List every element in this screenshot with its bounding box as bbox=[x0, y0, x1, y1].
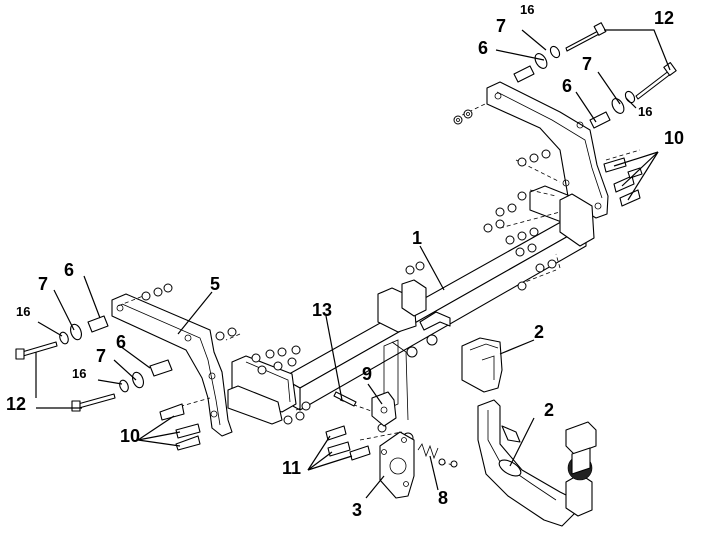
label-part-11: 11 bbox=[282, 458, 301, 478]
spacers-washers-left bbox=[59, 315, 173, 393]
spacers-washers-upper bbox=[513, 45, 636, 129]
label-part-7-left-bottom: 7 bbox=[96, 346, 106, 366]
label-part-2-towball: 2 bbox=[544, 400, 554, 420]
part-labels: 1 2 2 3 5 6 6 6 6 7 7 7 7 8 9 10 10 11 1… bbox=[6, 2, 684, 520]
short-bolts-left bbox=[159, 403, 201, 451]
label-part-16-left-top: 16 bbox=[16, 304, 30, 319]
label-part-7-upper-right: 7 bbox=[582, 54, 592, 74]
long-bolts-upper bbox=[565, 22, 677, 100]
label-part-2-socket: 2 bbox=[534, 322, 544, 342]
label-part-7-left-top: 7 bbox=[38, 274, 48, 294]
label-part-10-left: 10 bbox=[120, 426, 140, 446]
short-bolts-upper bbox=[603, 157, 643, 207]
label-part-6-left-top: 6 bbox=[64, 260, 74, 280]
label-part-16-left-bottom: 16 bbox=[72, 366, 86, 381]
tow-ball-neck bbox=[477, 399, 597, 527]
spring bbox=[417, 443, 439, 460]
plate-bolts bbox=[325, 425, 371, 461]
label-part-16-upper-right: 16 bbox=[638, 104, 652, 119]
label-part-6-left-bottom: 6 bbox=[116, 332, 126, 352]
left-mounting-bracket bbox=[111, 293, 233, 437]
long-bolts-left bbox=[15, 341, 116, 412]
main-cross-beam bbox=[227, 193, 595, 425]
socket-bracket bbox=[371, 391, 397, 427]
label-part-16-upper-left: 16 bbox=[520, 2, 534, 17]
label-part-5: 5 bbox=[210, 274, 220, 294]
label-part-10-right: 10 bbox=[664, 128, 684, 148]
socket-plate bbox=[379, 431, 415, 499]
leader-lines bbox=[35, 29, 671, 499]
label-part-8: 8 bbox=[438, 488, 448, 508]
label-part-7-upper-left: 7 bbox=[496, 16, 506, 36]
label-part-6-upper-right: 6 bbox=[562, 76, 572, 96]
label-part-12-left: 12 bbox=[6, 394, 26, 414]
label-part-3: 3 bbox=[352, 500, 362, 520]
small-bolt bbox=[333, 391, 357, 407]
label-part-9: 9 bbox=[362, 364, 372, 384]
label-part-13: 13 bbox=[312, 300, 332, 320]
label-part-6-upper-left: 6 bbox=[478, 38, 488, 58]
label-part-12-right: 12 bbox=[654, 8, 674, 28]
label-part-1: 1 bbox=[412, 228, 422, 248]
electric-socket-housing bbox=[461, 337, 503, 393]
